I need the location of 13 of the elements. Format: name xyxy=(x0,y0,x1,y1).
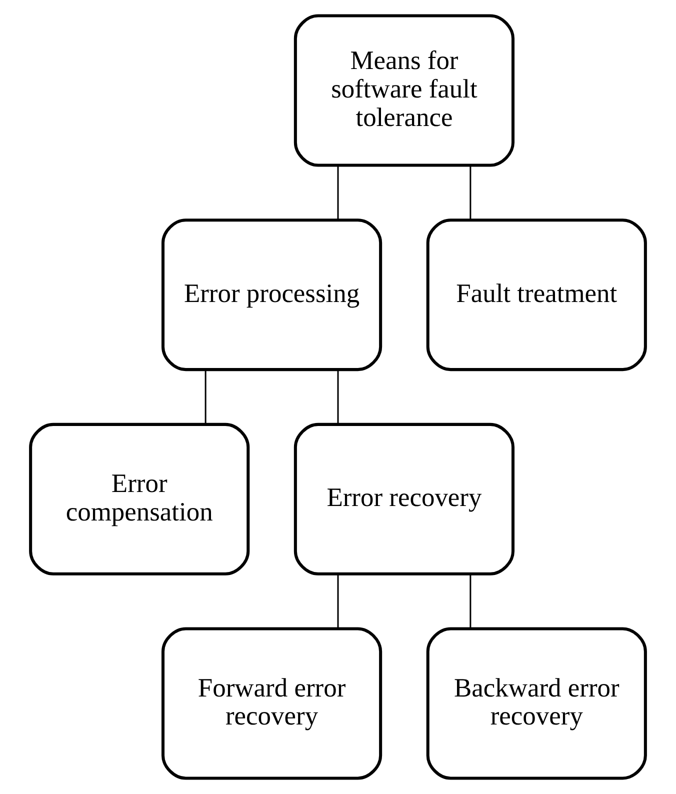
node-box: Error compensation xyxy=(29,422,250,576)
node-box: Backward error recovery xyxy=(426,627,647,780)
node-box: Fault treatment xyxy=(426,218,647,372)
connector xyxy=(337,370,339,424)
node-box: Error recovery xyxy=(294,422,515,576)
node-box: Forward error recovery xyxy=(161,627,382,780)
connector xyxy=(470,165,472,220)
connector xyxy=(470,574,472,629)
node-box: Means for software fault tolerance xyxy=(294,14,515,167)
connector xyxy=(204,370,206,424)
connector xyxy=(337,165,339,220)
node-box: Error processing xyxy=(161,218,382,372)
connector xyxy=(337,574,339,629)
